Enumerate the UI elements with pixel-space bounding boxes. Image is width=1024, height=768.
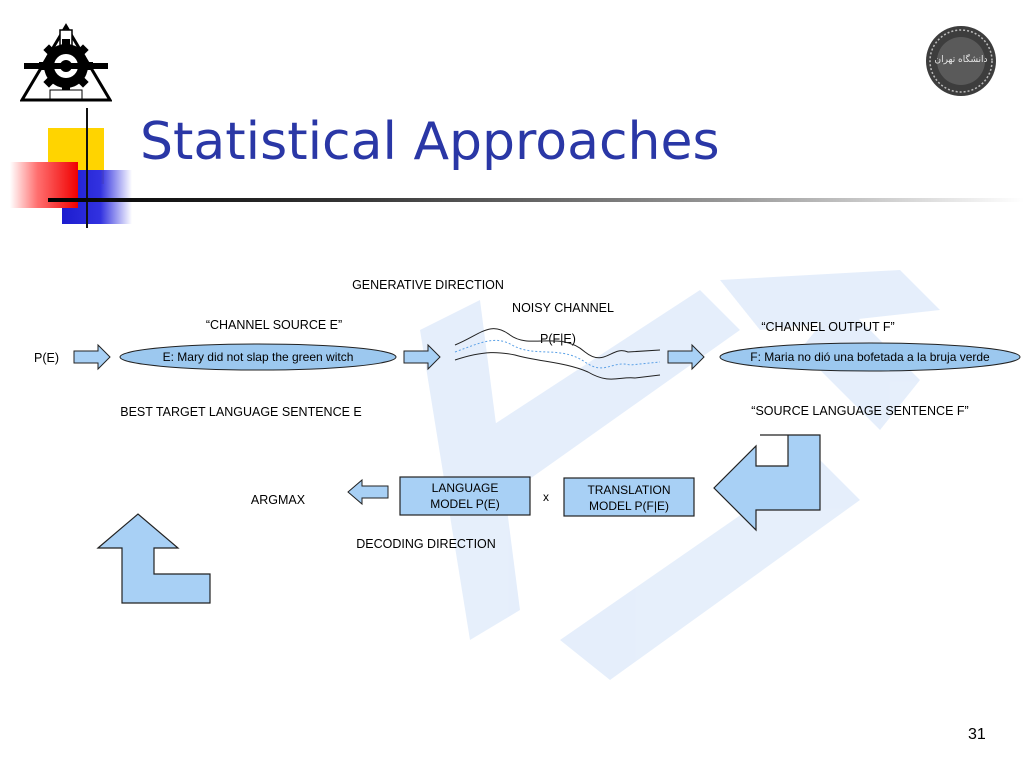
gear-tower-emblem-icon — [20, 23, 112, 102]
page-number: 31 — [968, 726, 986, 743]
watermark-shape — [420, 270, 940, 680]
translation-model-box — [563, 477, 695, 517]
language-model-text-2: MODEL P(E) — [430, 497, 500, 511]
source-sentence-ellipse — [119, 343, 397, 371]
noisy-channel-wave — [454, 328, 661, 380]
channel-source-label: “CHANNEL SOURCE E” — [206, 318, 342, 332]
source-sentence-text: E: Mary did not slap the green witch — [163, 350, 354, 364]
left-arrow-icon — [347, 478, 389, 506]
translation-model-text-1: TRANSLATION — [587, 483, 670, 497]
best-target-label: BEST TARGET LANGUAGE SENTENCE E — [120, 405, 362, 419]
turn-left-arrow-icon — [713, 434, 821, 532]
noisy-channel-label: NOISY CHANNEL — [512, 301, 614, 315]
argmax-label: ARGMAX — [251, 493, 306, 507]
generative-direction-label: GENERATIVE DIRECTION — [352, 278, 504, 292]
multiply-sign: x — [543, 490, 549, 504]
university-seal-icon: دانشگاه تهران — [926, 26, 996, 96]
title-deco-vertical-line — [86, 108, 88, 228]
slide-title: Statistical Approaches — [140, 112, 720, 172]
seal-text: دانشگاه تهران — [934, 53, 987, 65]
language-model-box — [399, 476, 531, 516]
p-e-label: P(E) — [34, 351, 59, 365]
right-arrow-icon — [403, 343, 441, 371]
turn-up-arrow-icon — [96, 513, 211, 604]
source-language-sentence-label: “SOURCE LANGUAGE SENTENCE F” — [751, 404, 968, 418]
right-arrow-icon — [73, 343, 111, 371]
output-sentence-text: F: Maria no dió una bofetada a la bruja … — [750, 350, 990, 364]
title-underline — [48, 198, 1024, 202]
language-model-text-1: LANGUAGE — [432, 481, 499, 495]
output-sentence-ellipse — [719, 342, 1021, 372]
decoding-direction-label: DECODING DIRECTION — [356, 537, 496, 551]
translation-model-text-2: MODEL P(F|E) — [589, 499, 669, 513]
right-arrow-icon — [667, 343, 705, 371]
channel-output-label: “CHANNEL OUTPUT F” — [761, 320, 894, 334]
